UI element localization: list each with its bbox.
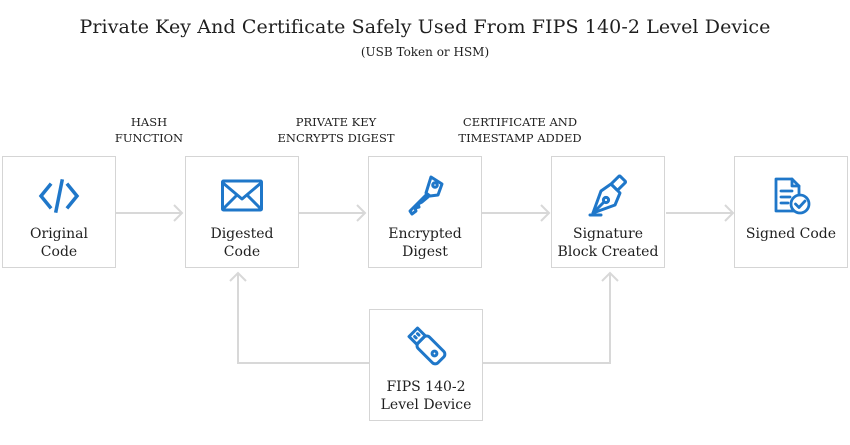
pen-nib-icon <box>552 174 664 217</box>
step-label-certificate: CERTIFICATE AND TIMESTAMP ADDED <box>442 114 598 146</box>
node-label-line1: Signed Code <box>745 226 837 242</box>
usb-drive-icon <box>370 324 482 366</box>
arrowhead-up-left <box>229 271 247 282</box>
node-signature-block: Signature Block Created <box>551 156 665 268</box>
signed-document-icon <box>735 175 847 217</box>
node-label-line1: Digested <box>210 226 274 242</box>
node-label: Digested Code <box>186 225 298 261</box>
step-label-hash-line2: FUNCTION <box>114 131 184 145</box>
arrowhead-2 <box>356 204 367 222</box>
step-label-private-key: PRIVATE KEY ENCRYPTS DIGEST <box>262 114 410 146</box>
node-original-code: Original Code <box>2 156 116 268</box>
step-label-private-key-line1: PRIVATE KEY <box>295 115 377 129</box>
diagram-subtitle: (USB Token or HSM) <box>360 45 490 59</box>
node-label-line2: Digest <box>402 244 448 260</box>
node-fips-device: FIPS 140-2 Level Device <box>369 309 483 421</box>
node-label: Signed Code <box>735 225 847 243</box>
step-label-certificate-line2: TIMESTAMP ADDED <box>458 131 582 145</box>
code-icon <box>3 175 115 217</box>
step-label-certificate-line1: CERTIFICATE AND <box>462 115 578 129</box>
key-icon <box>369 175 481 217</box>
arrowhead-3 <box>540 204 551 222</box>
node-label-line1: Signature <box>572 226 643 242</box>
node-label-line1: Original <box>30 226 88 242</box>
arrow-device-to-digested <box>237 274 369 364</box>
node-label-line2: Level Device <box>380 397 472 413</box>
node-label-line2: Code <box>223 244 261 260</box>
node-label-line2: Code <box>40 244 78 260</box>
node-label-line1: Encrypted <box>388 226 462 242</box>
node-label: Original Code <box>3 225 115 261</box>
step-label-private-key-line2: ENCRYPTS DIGEST <box>277 131 395 145</box>
node-label-line1: FIPS 140-2 <box>386 379 466 395</box>
step-label-hash-line1: HASH <box>130 115 168 129</box>
node-label: FIPS 140-2 Level Device <box>370 378 482 414</box>
arrow-device-to-signature <box>483 274 611 364</box>
diagram-title: Private Key And Certificate Safely Used … <box>79 16 771 38</box>
node-signed-code: Signed Code <box>734 156 848 268</box>
envelope-icon <box>186 175 298 217</box>
node-label-line2: Block Created <box>557 244 659 260</box>
step-label-hash: HASH FUNCTION <box>98 114 200 146</box>
node-label: Encrypted Digest <box>369 225 481 261</box>
node-label: Signature Block Created <box>552 225 664 261</box>
node-digested-code: Digested Code <box>185 156 299 268</box>
arrowhead-up-right <box>601 271 619 282</box>
node-encrypted-digest: Encrypted Digest <box>368 156 482 268</box>
arrowhead-4 <box>724 204 735 222</box>
arrowhead-1 <box>173 204 184 222</box>
